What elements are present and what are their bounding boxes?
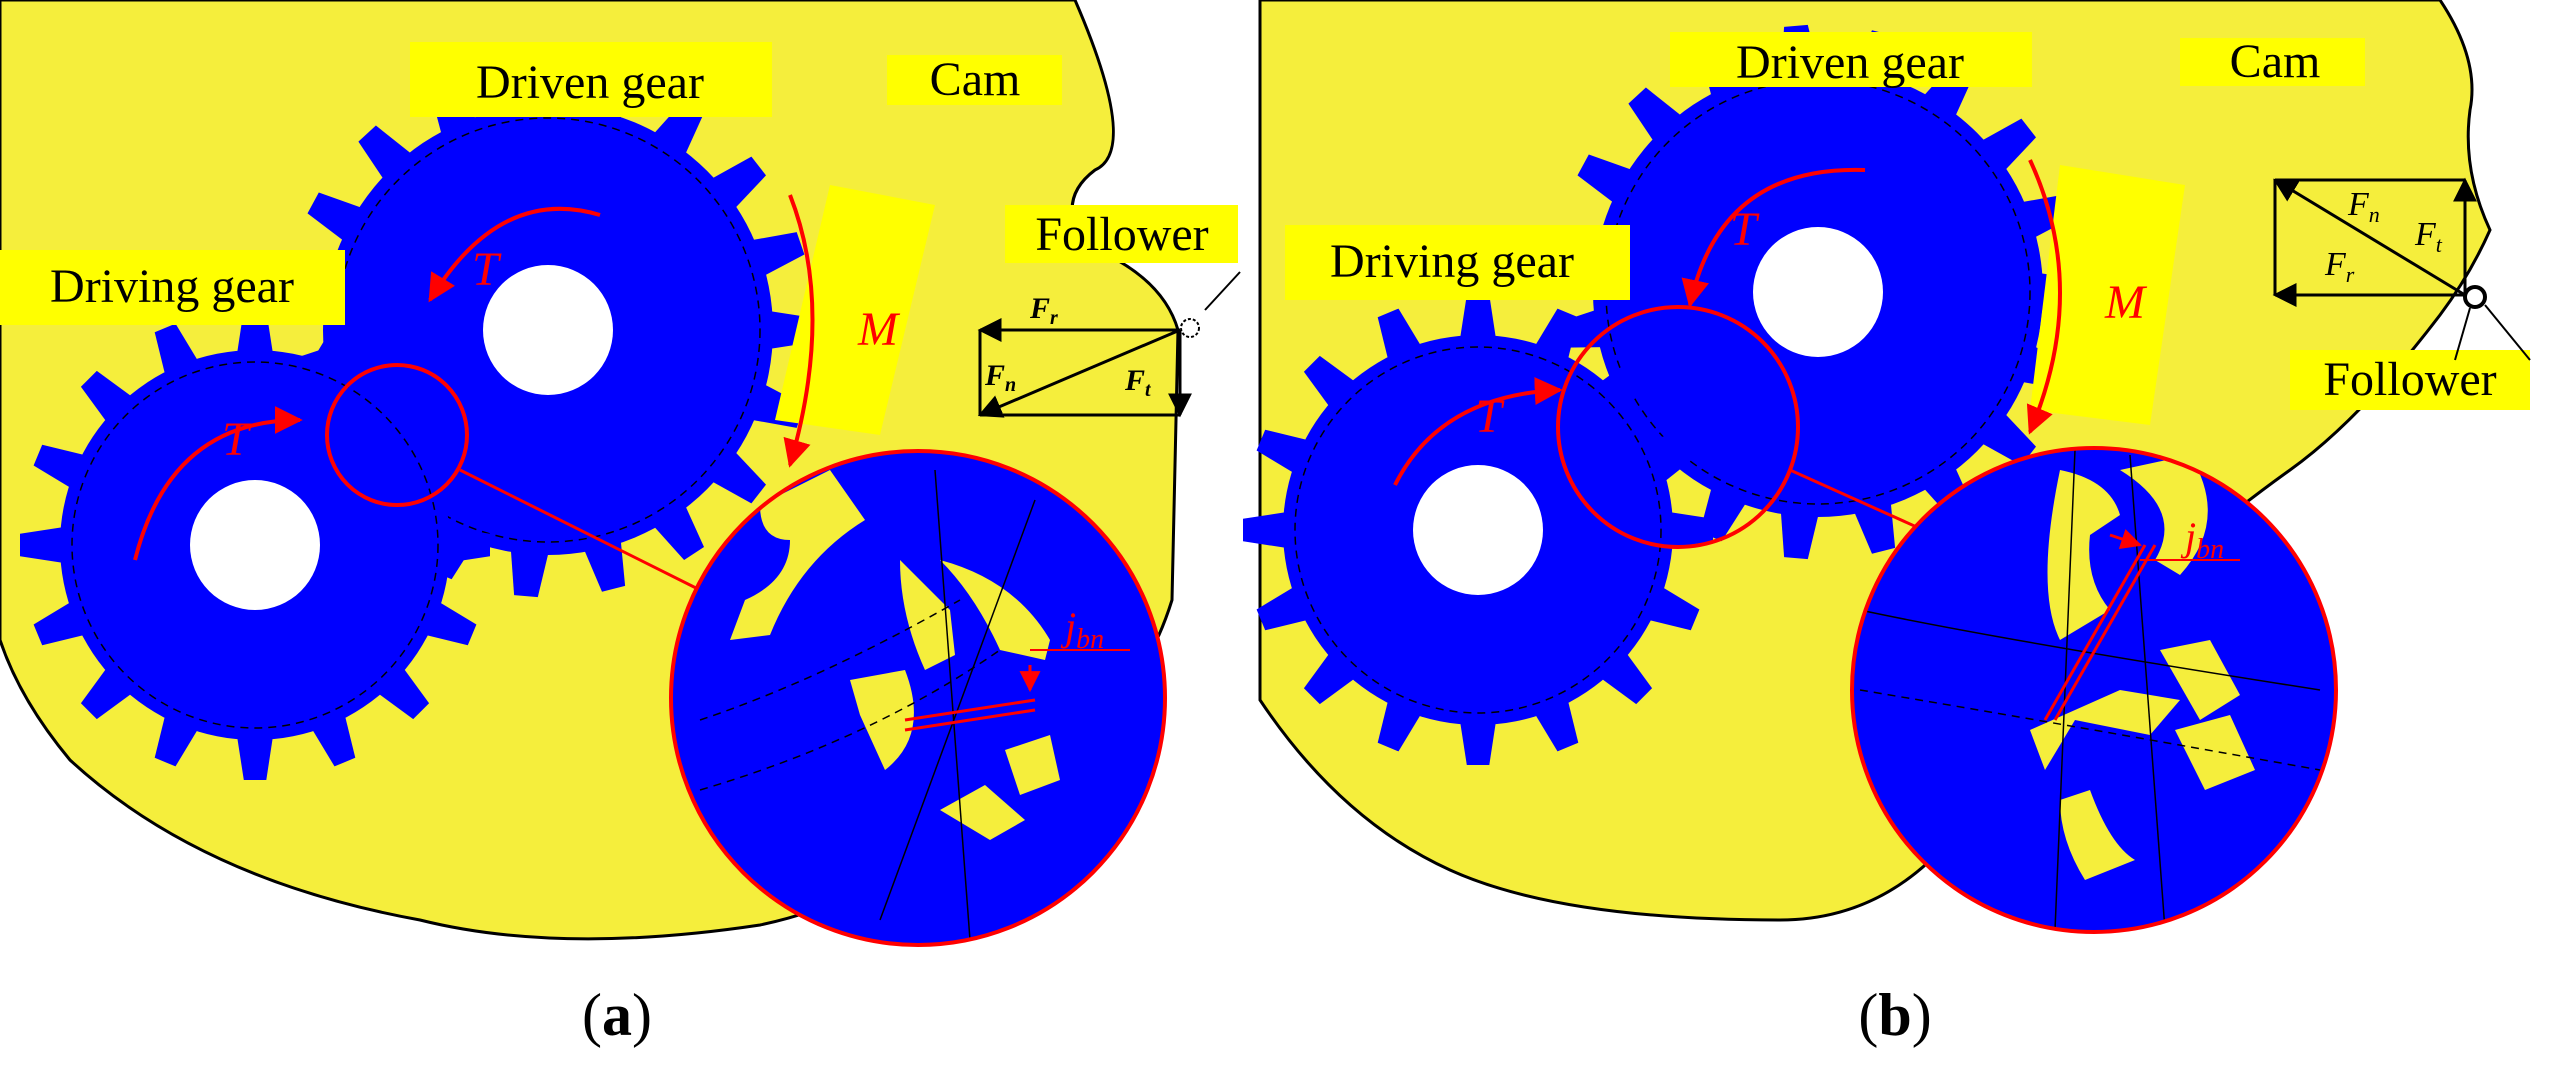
follower-roller: [1180, 318, 1200, 338]
follower-stem: [1204, 271, 1241, 311]
fr-label: Fr: [1029, 292, 1058, 329]
torque-label-driving: T: [222, 413, 252, 466]
caption-a: (a): [582, 982, 652, 1048]
zoom-border: [1850, 446, 2338, 934]
zoom-view: [671, 451, 1165, 945]
gear-tooth: [510, 548, 549, 598]
gear-tooth: [1669, 512, 1713, 548]
follower-roller: [2463, 285, 2487, 309]
fn-vector: [977, 328, 1181, 418]
zoom-view: [1852, 448, 2336, 932]
gear-tooth: [750, 232, 805, 277]
driven-gear-label: Driven gear: [476, 56, 704, 109]
panel-b: Driven gear Cam Driving gear Follower T …: [1243, 0, 2531, 1048]
meshing-zone-marker: [325, 363, 469, 507]
torque-arrow-driven: [1681, 167, 1866, 308]
gear-tooth: [583, 539, 626, 592]
gear-tooth: [446, 527, 490, 563]
label-bg: [887, 55, 1062, 105]
gear-tooth: [1853, 501, 1896, 554]
jbn-arrow: [2109, 529, 2142, 549]
torque-arrow-driving: [133, 406, 303, 561]
label-bg: [2290, 350, 2530, 410]
zoom-leader: [459, 468, 701, 592]
label-bg: [1005, 205, 1238, 263]
torque-arrow-driven: [428, 206, 601, 303]
torque-label-driving: T: [1475, 390, 1505, 443]
bore-hole: [190, 480, 320, 610]
bore-hole: [483, 265, 613, 395]
follower-label: Follower: [2323, 353, 2496, 406]
pitch-circle: [1294, 346, 1662, 714]
force-diagram: Fn Fr Ft: [2272, 177, 2531, 361]
label-bg: [2180, 38, 2365, 86]
pitch-circle: [71, 361, 439, 729]
moment-band: [2030, 165, 2185, 425]
fn-label: Fn: [984, 359, 1016, 396]
gear-tooth: [1460, 721, 1496, 765]
force-diagram: Fr Fn Ft: [977, 271, 1241, 418]
jbn-label: jbn: [1060, 604, 1104, 655]
driven-gear-label: Driven gear: [1736, 36, 1964, 89]
panel-a: Driven gear Cam Driving gear Follower T …: [0, 0, 1241, 1048]
ft-label: Ft: [1124, 364, 1152, 401]
torque-label-driven: T: [472, 243, 502, 296]
torque-arrow-driving: [1393, 377, 1563, 486]
label-bg: [410, 42, 772, 117]
moment-arrow: [783, 194, 815, 468]
moment-band: [775, 185, 935, 435]
bore-hole: [1753, 227, 1883, 357]
moment-arrow: [2026, 159, 2062, 435]
gear-tooth: [1243, 512, 1287, 548]
fn-label: Fn: [2347, 186, 2380, 227]
cam-label: Cam: [2230, 35, 2321, 88]
follower-label: Follower: [1035, 208, 1208, 261]
label-bg: [1670, 32, 2032, 87]
moment-label: M: [857, 303, 901, 356]
fn-vector: [2272, 178, 2466, 297]
label-bg: [0, 250, 345, 325]
moment-label: M: [2104, 276, 2148, 329]
gear-tooth: [20, 527, 64, 563]
zoom-border: [669, 449, 1167, 947]
gear-tooth: [1460, 295, 1496, 339]
follower-stem: [2484, 304, 2531, 361]
label-bg: [1285, 225, 1630, 300]
driving-gear-label: Driving gear: [1330, 235, 1574, 288]
driving-gear: [1243, 295, 1713, 765]
driving-gear: [20, 310, 490, 780]
driving-gear-label: Driving gear: [50, 260, 294, 313]
gear-tooth: [237, 736, 273, 780]
ft-label: Ft: [2414, 216, 2443, 257]
jbn-label: jbn: [2180, 514, 2224, 565]
bore-hole: [1413, 465, 1543, 595]
caption-b: (b): [1858, 982, 1931, 1048]
follower-stem: [2454, 307, 2471, 361]
meshing-zone-marker: [1556, 305, 1800, 549]
fr-label: Fr: [2324, 246, 2355, 287]
torque-label-driven: T: [1730, 203, 1760, 256]
gear-tooth: [1780, 510, 1819, 560]
cam-label: Cam: [930, 53, 1021, 106]
